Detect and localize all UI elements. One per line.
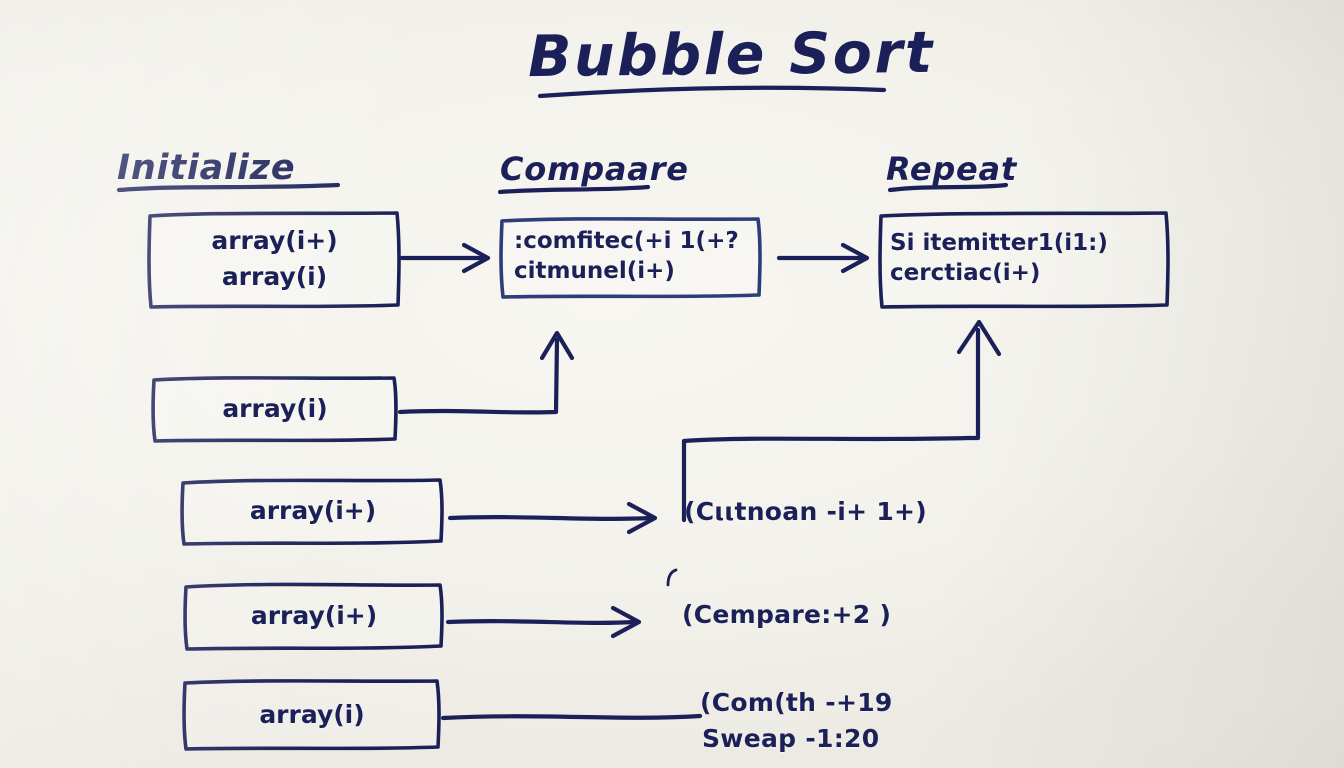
arrow-row4 bbox=[445, 605, 642, 639]
arrow-initialize-to-compare bbox=[399, 242, 491, 274]
compare-box-line-1: :comfitec(+i 1(+? bbox=[514, 228, 739, 255]
array-i-box[interactable]: array(i) bbox=[151, 376, 398, 443]
note-swap-line-2: Sweap -1:20 bbox=[702, 724, 880, 753]
array-iplus-box-2[interactable]: array(i+) bbox=[183, 582, 444, 651]
line-row5 bbox=[440, 713, 703, 721]
repeat-box-line-2: cerctiac(i+) bbox=[890, 260, 1041, 286]
array-iplus-box-1-label: array(i+) bbox=[249, 495, 377, 525]
repeat-box[interactable]: Si itemitter1(i1:) cerctiac(i+) bbox=[878, 211, 1170, 309]
elbow-arrayi-to-compare bbox=[397, 330, 575, 415]
array-i-box-2[interactable]: array(i) bbox=[182, 679, 441, 751]
compare-underline bbox=[497, 184, 651, 195]
stray-tick bbox=[666, 568, 678, 587]
arrow-compare-to-repeat bbox=[776, 242, 870, 274]
array-i-box-2-label: array(i) bbox=[259, 699, 365, 729]
initialize-underline bbox=[116, 182, 341, 193]
array-iplus-box-2-label: array(i+) bbox=[250, 600, 378, 630]
compare-box[interactable]: :comfitec(+i 1(+? citmunel(i+) bbox=[499, 217, 762, 299]
array-i-box-label: array(i) bbox=[222, 393, 328, 423]
note-swap-line-1: (Com(th -+19 bbox=[700, 688, 893, 717]
heading-repeat: Repeat bbox=[886, 150, 1018, 188]
repeat-underline bbox=[887, 182, 1009, 193]
note-count: (Cιιtnoan -i+ 1+) bbox=[684, 497, 928, 526]
title-underline bbox=[537, 85, 887, 99]
heading-initialize: Initialize bbox=[117, 148, 296, 188]
compare-box-line-2: citmunel(i+) bbox=[514, 258, 675, 284]
array-iplus-box-1[interactable]: array(i+) bbox=[180, 478, 444, 546]
initialize-box-line-1: array(i+) bbox=[211, 225, 338, 255]
elbow-bottom-to-repeat bbox=[681, 319, 1002, 523]
heading-compare: Compaare bbox=[500, 150, 689, 188]
initialize-box[interactable]: array(i+) array(i) bbox=[147, 211, 402, 309]
initialize-box-line-2: array(i) bbox=[221, 262, 328, 291]
arrow-row3 bbox=[447, 501, 658, 535]
repeat-box-line-1: Si itemitter1(i1:) bbox=[890, 230, 1108, 257]
note-compare: (Cempare:+2 ) bbox=[682, 600, 892, 629]
